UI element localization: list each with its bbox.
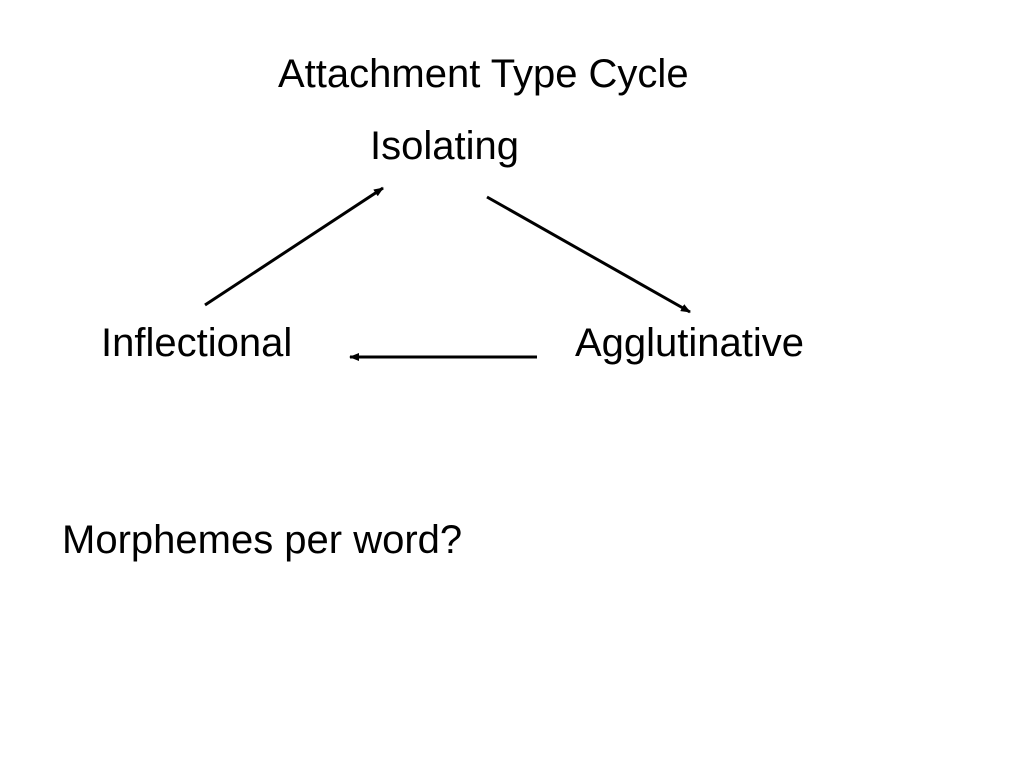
arrow-inflectional-to-isolating (204, 186, 384, 307)
node-agglutinative: Agglutinative (575, 321, 805, 365)
slide-title: Attachment Type Cycle (278, 52, 689, 96)
question-text: Morphemes per word? (62, 518, 463, 562)
arrow-isolating-to-agglutinative (486, 195, 691, 314)
node-inflectional: Inflectional (101, 321, 293, 365)
node-isolating: Isolating (370, 124, 519, 168)
